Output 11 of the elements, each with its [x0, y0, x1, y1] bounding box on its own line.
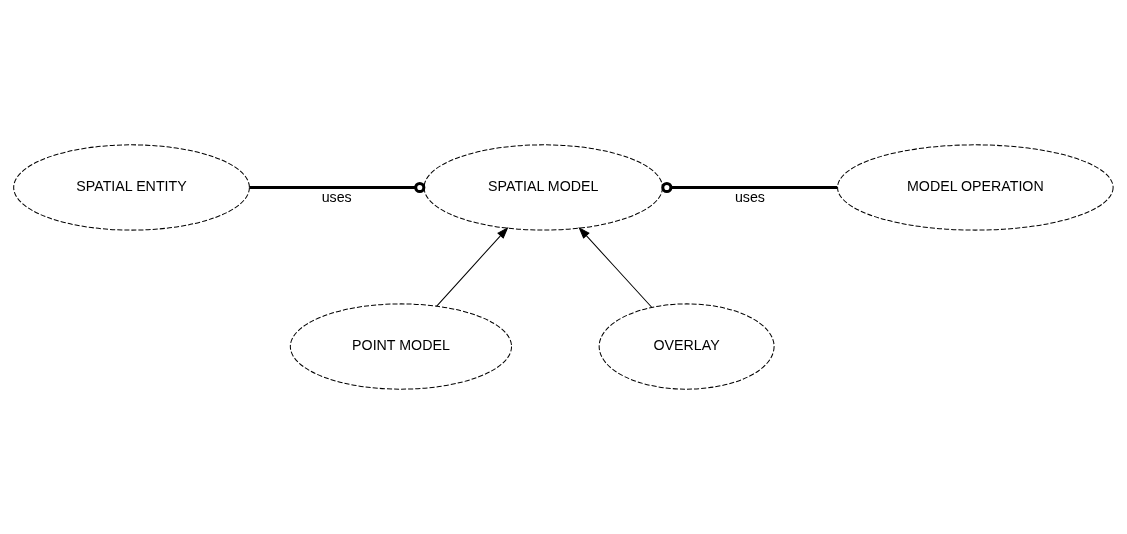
node-ellipse: SPATIAL ENTITY	[13, 144, 250, 231]
edge-label: uses	[734, 188, 765, 205]
node-ellipse: OVERLAY	[598, 303, 775, 390]
node-ellipse: SPATIAL MODEL	[423, 144, 663, 231]
connector	[249, 181, 426, 194]
arrow	[578, 226, 653, 308]
connector	[661, 181, 838, 194]
edge-label: uses	[321, 188, 352, 205]
node-ellipse: POINT MODEL	[289, 303, 513, 390]
arrow	[436, 226, 509, 307]
node-ellipse: MODEL OPERATION	[837, 144, 1114, 231]
